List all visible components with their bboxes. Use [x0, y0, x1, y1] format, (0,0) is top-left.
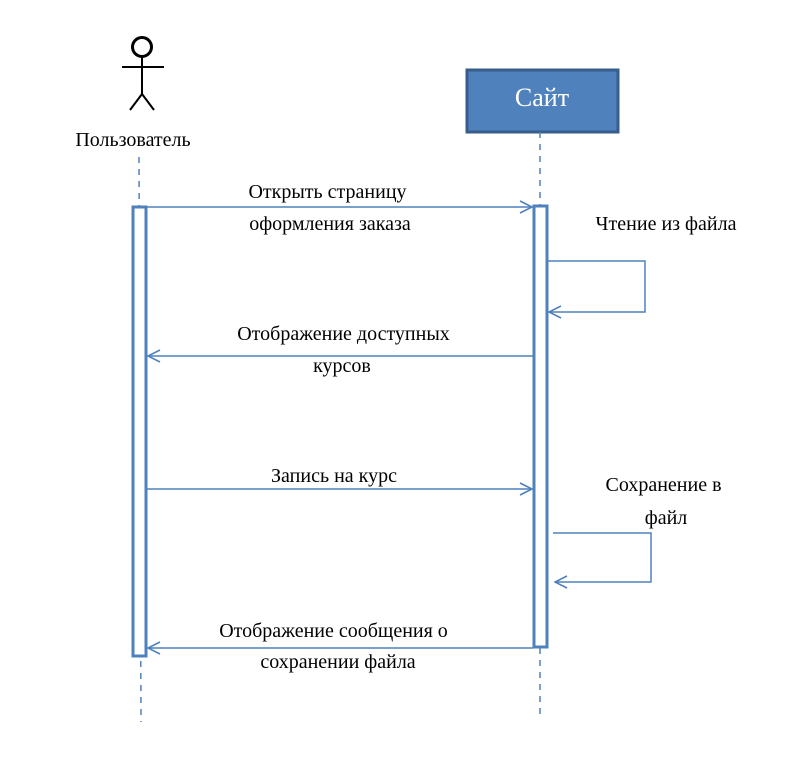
self-message-arrow-save-file — [553, 532, 652, 582]
message-label-show-saved-message: Отображение сообщения о сохранении файла — [219, 620, 453, 673]
stick-figure-icon — [122, 36, 164, 111]
actor-label: Пользователь — [75, 129, 190, 151]
actor-activation-bar — [131, 205, 148, 658]
self-message-label-read-file: Чтение из файла — [596, 213, 737, 235]
site-lifeline-label: Сайт — [515, 83, 569, 112]
message-label-enroll: Запись на курс — [271, 465, 397, 487]
message-label-show-courses: Отображение доступных курсов — [237, 323, 455, 377]
site-activation-bar — [532, 204, 549, 649]
message-label-open-order-page: Открыть страницу оформления заказа — [248, 181, 411, 235]
self-message-label-save-file: Сохранение в файл — [605, 474, 726, 529]
site-lifeline-head — [465, 68, 620, 134]
self-message-arrow-read-file — [548, 260, 646, 312]
